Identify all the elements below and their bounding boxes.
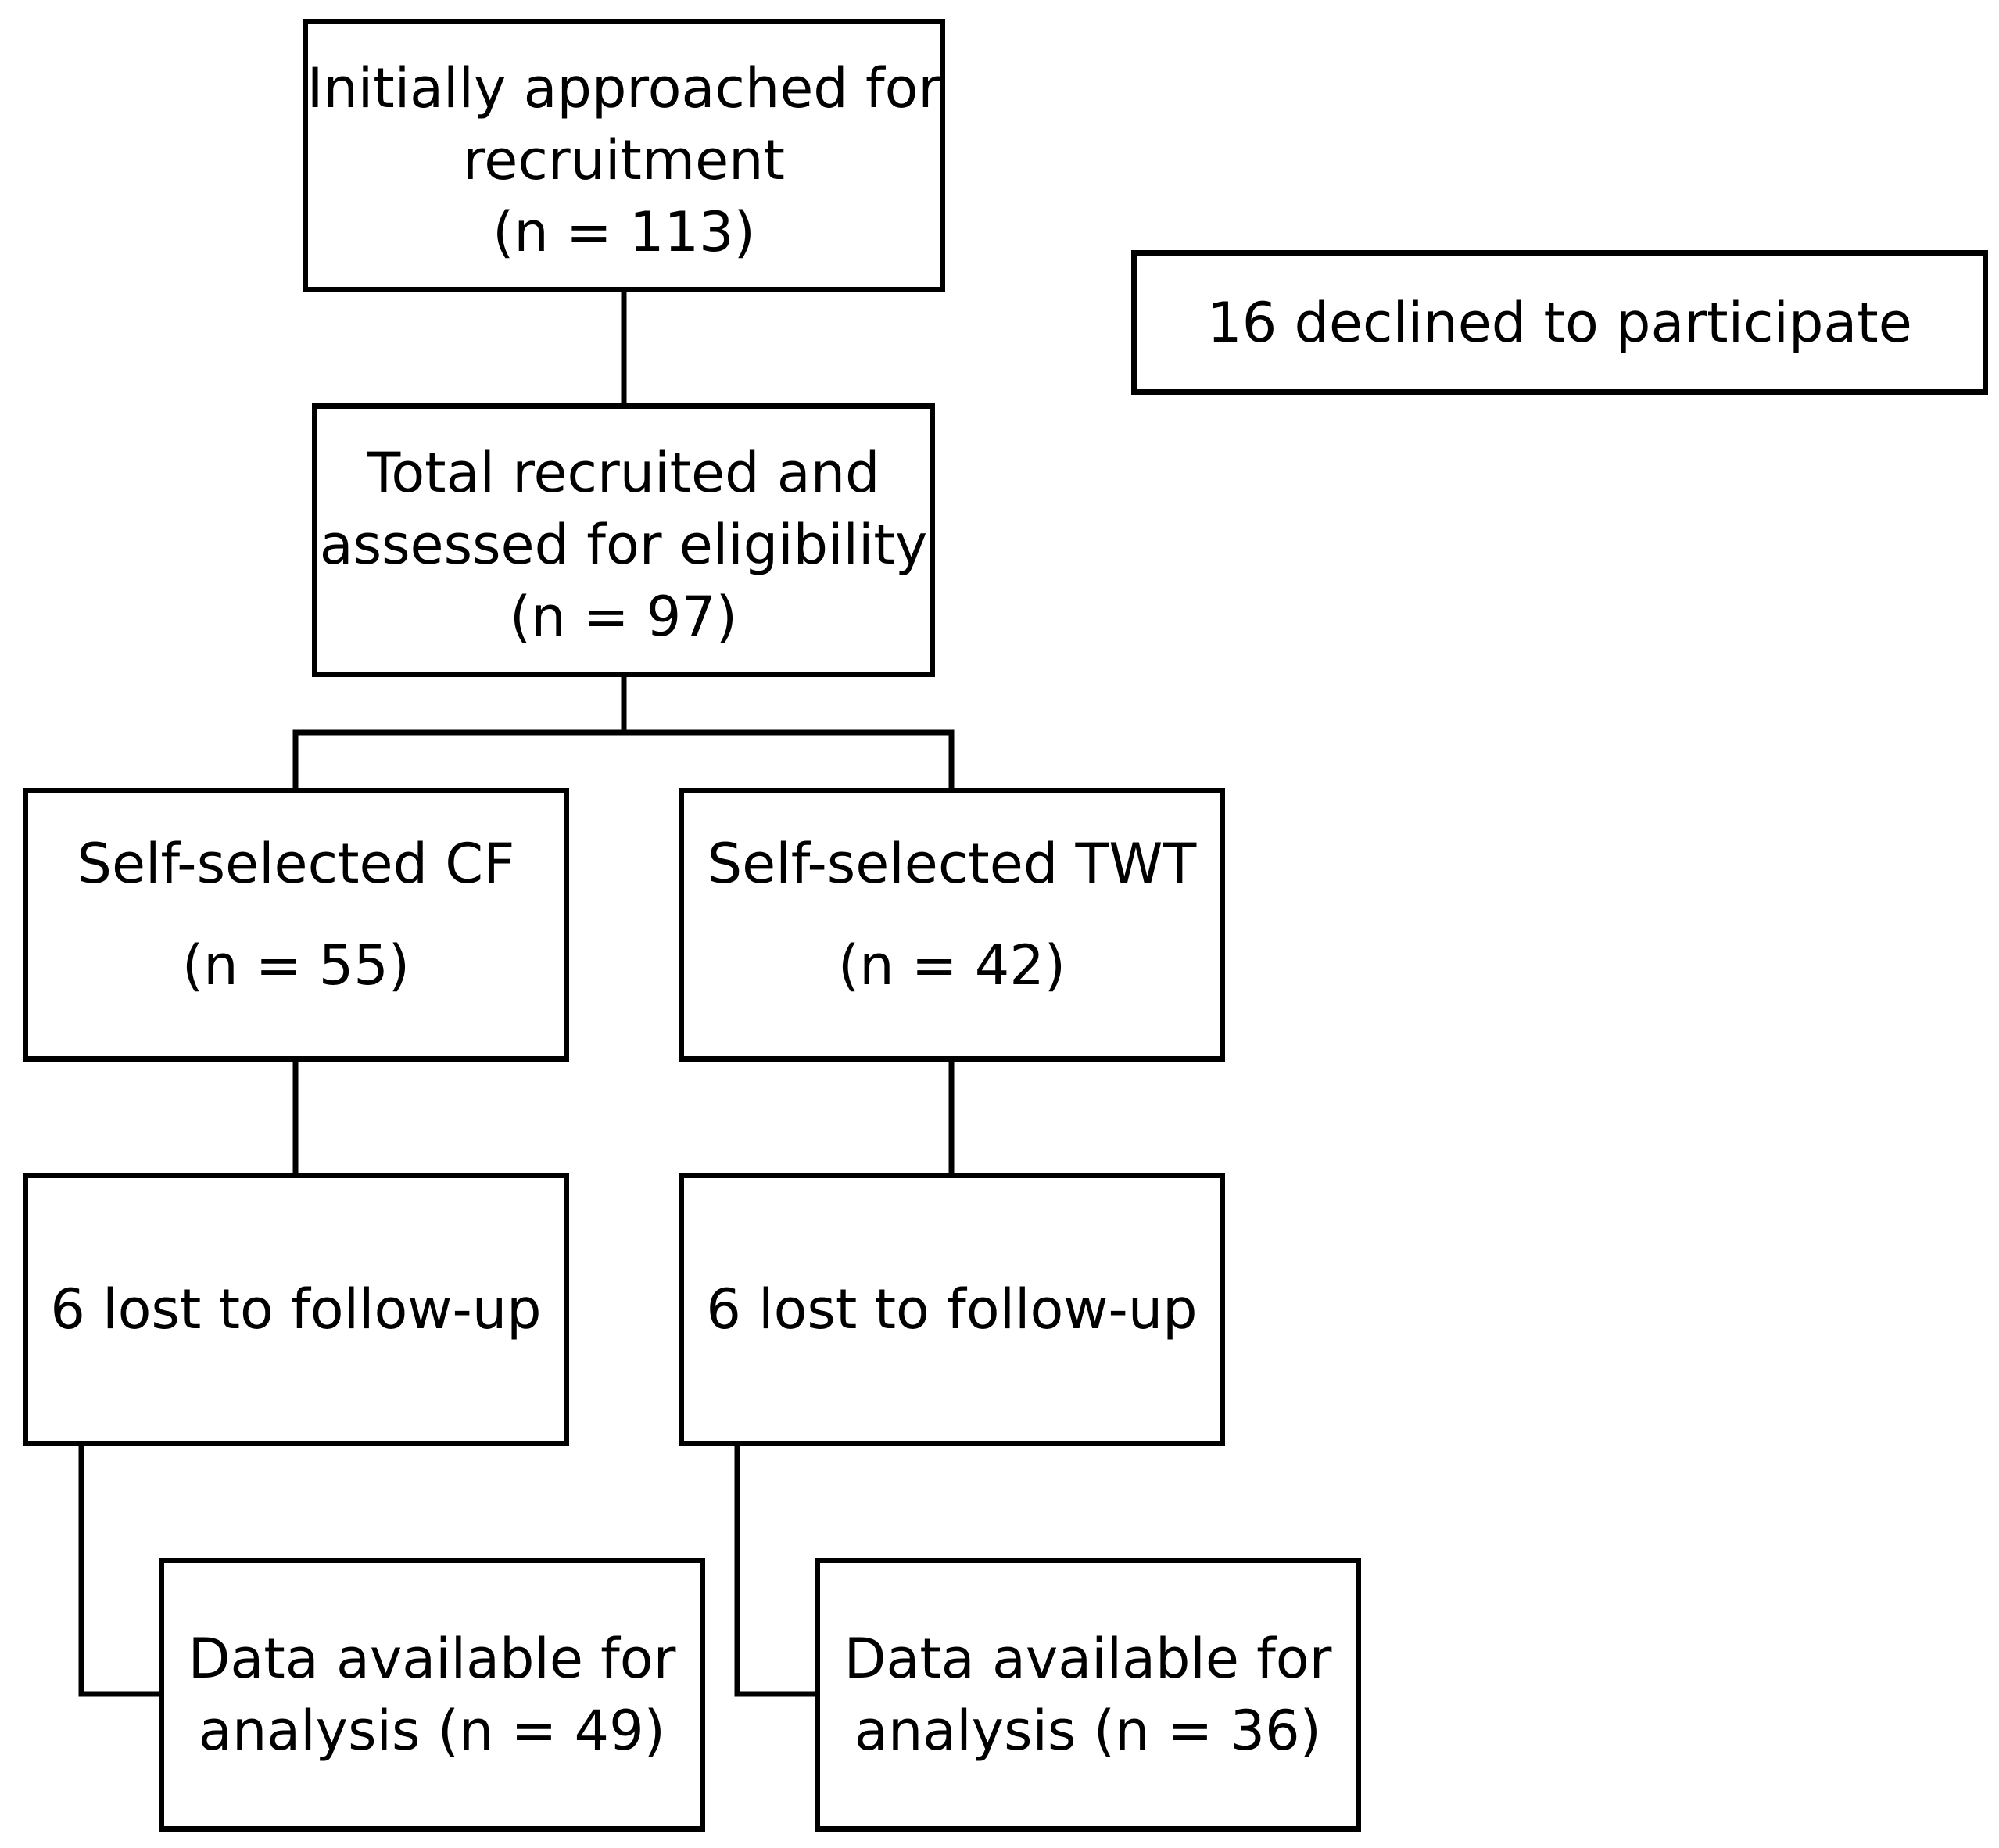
cf-count: (n = 55) (181, 933, 410, 997)
cf-lost-text: 6 lost to follow-up (50, 1277, 542, 1341)
twt-lost-text: 6 lost to follow-up (706, 1277, 1198, 1341)
cf-data-line1: Data available for (188, 1627, 676, 1691)
connector-cf-lost-to-data (78, 1443, 162, 1697)
twt-lost-to-followup-box: 6 lost to follow-up (679, 1173, 1225, 1446)
twt-data-available-box: Data available for analysis (n = 36) (815, 1558, 1361, 1832)
twt-count: (n = 42) (837, 933, 1066, 997)
cf-label: Self-selected CF (77, 832, 515, 896)
initially-approached-box: Initially approached for recruitment (n … (303, 19, 945, 292)
initially-approached-line2: recruitment (463, 128, 785, 192)
initially-approached-count: (n = 113) (493, 200, 755, 264)
recruited-line1: Total recruited and (367, 441, 880, 505)
self-selected-cf-box: Self-selected CF (n = 55) (23, 788, 569, 1062)
self-selected-twt-box: Self-selected TWT (n = 42) (679, 788, 1225, 1062)
connector-branch (292, 729, 955, 791)
initially-approached-line1: Initially approached for (306, 56, 941, 120)
recruited-assessed-box: Total recruited and assessed for eligibi… (312, 403, 935, 677)
declined-box: 16 declined to participate (1131, 250, 1988, 395)
twt-label: Self-selected TWT (707, 832, 1197, 896)
cf-lost-to-followup-box: 6 lost to follow-up (23, 1173, 569, 1446)
recruited-count: (n = 97) (509, 585, 738, 649)
twt-data-line2: analysis (n = 36) (854, 1699, 1321, 1763)
cf-data-available-box: Data available for analysis (n = 49) (159, 1558, 705, 1832)
twt-data-line1: Data available for (844, 1627, 1332, 1691)
recruited-line2: assessed for eligibility (319, 513, 928, 577)
cf-data-line2: analysis (n = 49) (199, 1699, 665, 1763)
declined-text: 16 declined to participate (1207, 290, 1912, 355)
connector-twt-lost-to-data (734, 1443, 818, 1697)
